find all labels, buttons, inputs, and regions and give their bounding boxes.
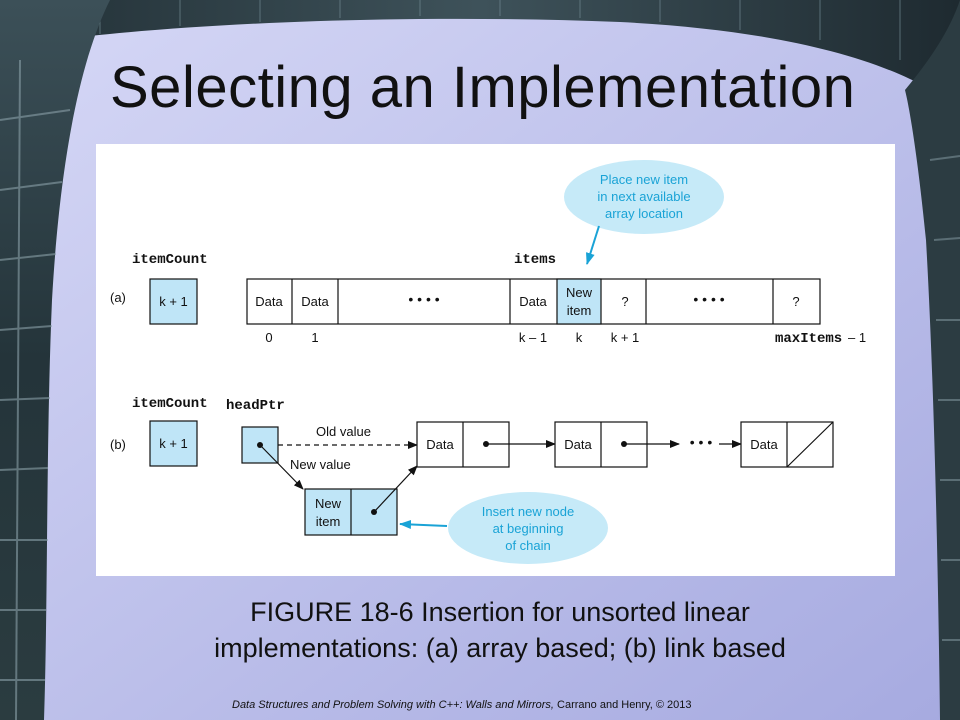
building-photo-top	[0, 0, 960, 110]
new-value-arrow	[259, 444, 304, 490]
array-cell-0: Data	[255, 294, 283, 309]
caption-line-2: implementations: (a) array based; (b) li…	[214, 633, 786, 663]
index-k: k	[576, 330, 583, 345]
callout-a-line1: Place new item	[600, 172, 688, 187]
node-2-data: Data	[564, 437, 592, 452]
array-new-item-line2: item	[567, 303, 592, 318]
old-value-label: Old value	[316, 424, 371, 439]
callout-b-arrow	[399, 519, 448, 529]
item-count-value-b: k + 1	[159, 436, 188, 451]
index-1: 1	[311, 330, 318, 345]
new-node-line2: item	[316, 514, 341, 529]
callout-b-line1: Insert new node	[482, 504, 575, 519]
building-photo-right	[905, 0, 960, 720]
items-array: Data Data • • • • Data New item ? • • • …	[246, 278, 821, 325]
callout-b-line2: at beginning	[493, 521, 564, 536]
callout-a-arrow	[586, 225, 600, 265]
callout-a-line2: in next available	[597, 189, 690, 204]
null-pointer-slash	[786, 421, 834, 468]
array-cell-unknown-2: ?	[792, 294, 799, 309]
head-ptr-label: headPtr	[226, 398, 285, 414]
array-new-item-line1: New	[566, 285, 593, 300]
new-node: New item	[304, 488, 398, 536]
callout-a-line3: array location	[605, 206, 683, 221]
part-a-label: (a)	[110, 290, 126, 305]
footer-authors: Carrano and Henry, © 2013	[553, 699, 692, 711]
node-1-data: Data	[426, 437, 454, 452]
insertion-diagram: (a) itemCount k + 1 items Data Data • • …	[110, 160, 866, 564]
footer-book-title: Data Structures and Problem Solving with…	[232, 699, 554, 711]
array-ellipsis-2: • • • •	[693, 291, 724, 307]
callout-a: Place new item in next available array l…	[564, 160, 724, 265]
callout-b-line3: of chain	[505, 538, 551, 553]
node-last-data: Data	[750, 437, 778, 452]
slide-footer: Data Structures and Problem Solving with…	[232, 699, 692, 711]
new-node-line1: New	[315, 496, 342, 511]
array-cell-unknown-1: ?	[621, 294, 628, 309]
link-ellipsis: • • •	[690, 434, 713, 450]
part-b-label: (b)	[110, 437, 126, 452]
callout-b: Insert new node at beginning of chain	[399, 492, 608, 564]
item-count-value-a: k + 1	[159, 294, 188, 309]
item-count-box-b	[149, 420, 198, 467]
list-node-last: Data	[740, 421, 834, 468]
item-count-label-b: itemCount	[132, 396, 208, 412]
array-indices: 0 1 k – 1 k k + 1 maxItems – 1	[265, 330, 866, 347]
item-count-box-a	[149, 278, 198, 325]
array-cell-1: Data	[301, 294, 329, 309]
figure-panel: (a) itemCount k + 1 items Data Data • • …	[96, 144, 895, 576]
figure-caption: FIGURE 18-6 Insertion for unsorted linea…	[140, 594, 860, 666]
new-node-next-arrow	[373, 465, 418, 513]
caption-line-1: FIGURE 18-6 Insertion for unsorted linea…	[250, 597, 750, 627]
array-cell-k-minus-1: Data	[519, 294, 547, 309]
item-count-label-a: itemCount	[132, 252, 208, 268]
index-max-items: maxItems	[775, 331, 842, 347]
index-minus-1: – 1	[848, 330, 866, 345]
index-k-plus-1: k + 1	[611, 330, 640, 345]
array-ellipsis-1: • • • •	[408, 291, 439, 307]
slide-title: Selecting an Implementation	[110, 55, 856, 120]
list-node-1: Data	[416, 421, 510, 468]
index-0: 0	[265, 330, 272, 345]
items-array-label: items	[514, 252, 556, 268]
new-item-cell	[556, 278, 602, 325]
new-value-label: New value	[290, 457, 351, 472]
index-k-minus-1: k – 1	[519, 330, 547, 345]
